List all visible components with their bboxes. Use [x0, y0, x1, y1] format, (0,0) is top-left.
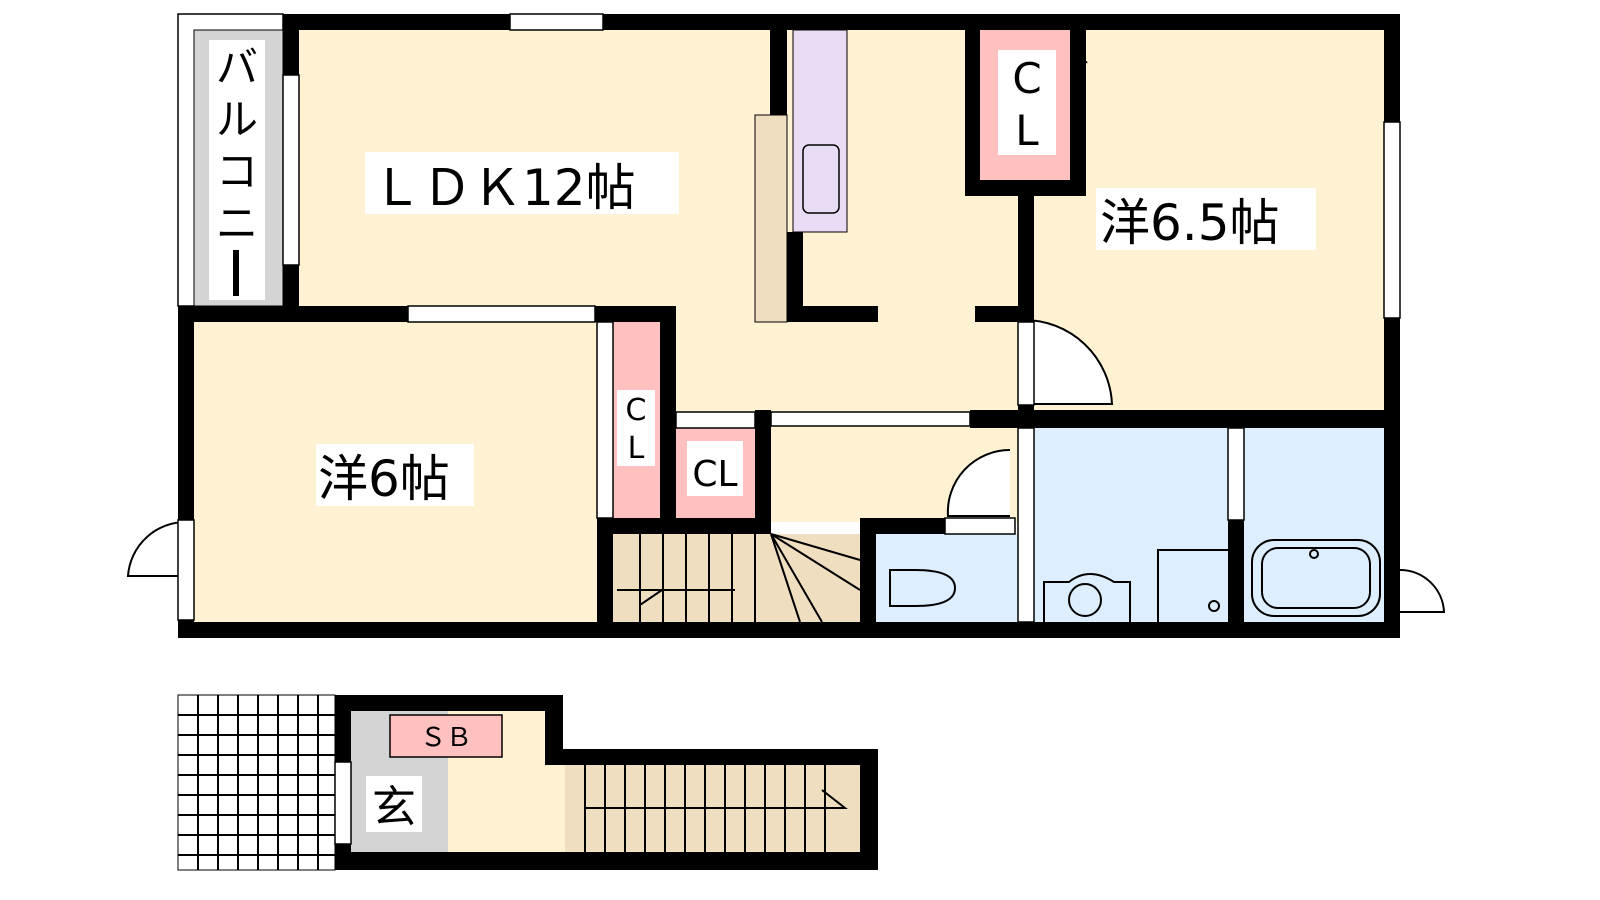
closet-small-label: CL: [692, 454, 737, 495]
stairs-lines: [617, 533, 861, 623]
porch-tiles: [177, 694, 336, 871]
shoe-box-label: ＳＢ: [420, 723, 472, 753]
door-swing: [1023, 318, 1114, 405]
closet-top-label-l: L: [1015, 106, 1039, 155]
sink-icon: [802, 144, 840, 214]
bathtub-icon: [1251, 539, 1381, 617]
stairs: [613, 534, 860, 622]
door-swing: [1399, 568, 1446, 613]
entrance-floor: [177, 694, 878, 871]
ldk-label: ＬＤＫ12帖: [372, 159, 636, 217]
closet-left-label-c: C: [626, 393, 647, 428]
closet-top-label-c: C: [1012, 54, 1041, 103]
entrance-label: 玄: [372, 782, 416, 833]
porch-grid: [178, 695, 335, 870]
kitchen-sink-counter: [792, 29, 848, 233]
bathroom: [1244, 428, 1384, 622]
balcony-label-2: ル: [216, 95, 258, 144]
balcony-label-5-bar: [233, 250, 239, 296]
toilet-room: [876, 534, 1018, 622]
shoe-box: [389, 714, 503, 758]
windows: [177, 13, 1401, 623]
labels: ＬＤＫ12帖 洋6.5帖 洋6帖 バ ル コ ニ ー C L C L CL ＳＢ…: [209, 40, 1316, 833]
door-swing: [946, 448, 1011, 517]
western-6-label: 洋6帖: [318, 450, 450, 508]
door-swing: [126, 520, 187, 577]
kitchen-counter: [754, 114, 788, 323]
washbasin-icon: [1043, 573, 1131, 622]
closet-left-label-l: L: [628, 431, 645, 466]
balcony-label-3: コ: [216, 147, 258, 196]
western-65-label: 洋6.5帖: [1100, 194, 1280, 252]
balcony-label-4: ニ: [216, 199, 258, 248]
toilet-icon: [889, 569, 957, 607]
washing-machine-space: [1157, 549, 1228, 622]
balcony-label-1: バ: [216, 43, 258, 92]
